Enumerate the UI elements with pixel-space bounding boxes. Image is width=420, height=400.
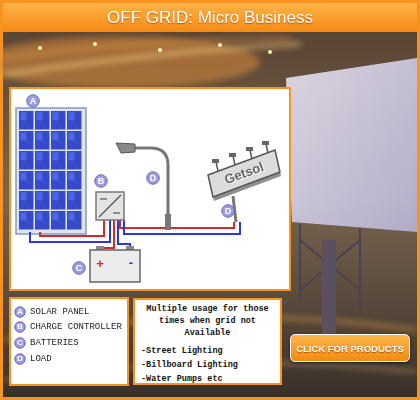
callout-letter-text: B (94, 174, 108, 188)
circle-shape (15, 307, 26, 318)
callout-letter-text: D (221, 204, 235, 218)
circle-shape (73, 262, 86, 275)
lamp-dot (158, 48, 162, 52)
legend-letter: A (14, 306, 26, 318)
title-text: OFF GRID: Micro Business (3, 3, 417, 32)
legend-label: SOLAR PANEL (30, 306, 89, 318)
red-wire (40, 220, 104, 236)
controller-symbol (99, 195, 121, 217)
light-pole (134, 148, 168, 216)
note-heading: Multiple usage for those times when grid… (140, 303, 275, 339)
circle-shape (147, 172, 160, 185)
note-item: -Billboard Lighting (135, 358, 280, 372)
light-glow (0, 36, 260, 88)
diagram-panel (10, 88, 290, 290)
lamp-dots (38, 42, 272, 54)
photo-backdrop (3, 32, 417, 397)
circle-shape (15, 322, 26, 333)
lamp-dot (218, 43, 222, 47)
title-bar (3, 3, 417, 32)
lamp-head (212, 159, 219, 163)
solar-panel (16, 108, 86, 234)
battery (90, 246, 140, 282)
terminal-sign: + (96, 257, 104, 270)
panel-cells (19, 111, 83, 231)
lamp-arm (216, 162, 218, 171)
callout-letter-text: A (14, 306, 26, 318)
circle-shape (222, 205, 235, 218)
wiring (30, 220, 240, 250)
callout-letter: C (72, 261, 86, 275)
billboard-face (208, 150, 280, 197)
circle-shape (15, 338, 26, 349)
circle-shape (15, 354, 26, 365)
terminal-sign: - (129, 256, 133, 269)
light-streak (3, 44, 300, 75)
note-item: -Water Pumps etc (135, 372, 280, 386)
blue-wire (30, 220, 110, 242)
lamp-dot (38, 46, 42, 50)
controller-symbol (100, 198, 107, 199)
callout-letter-text: C (72, 261, 86, 275)
circle-shape (27, 95, 40, 108)
controller-symbol (113, 212, 120, 213)
blue-wire (124, 220, 240, 234)
red-wire (120, 220, 234, 228)
legend-letter: B (14, 321, 26, 333)
lamp-head (116, 143, 135, 153)
pole-base (165, 214, 171, 230)
legend-letter: D (14, 353, 26, 365)
button-label: CLICK FOR PRODUCTS (291, 335, 409, 361)
light-streak (3, 38, 290, 58)
legend-label: CHARGE CONTROLLER (30, 321, 122, 333)
callout-letter: D (146, 171, 160, 185)
lamp-arm (266, 144, 268, 153)
callout-letter: B (94, 174, 108, 188)
lamp-arm (250, 150, 252, 159)
callout-letter-text: D (14, 353, 26, 365)
legend-box (10, 298, 128, 385)
lamp-dot (93, 42, 97, 46)
lamp-arm (233, 156, 235, 165)
battery-body (90, 250, 140, 282)
note-box: Multiple usage for those times when grid… (133, 298, 282, 385)
callout-letter: A (26, 94, 40, 108)
callout-letter-text: D (146, 171, 160, 185)
callout-letter-text: A (26, 94, 40, 108)
photo-billboard (286, 58, 417, 232)
callout-letter-text: C (14, 337, 26, 349)
charge-controller (96, 192, 124, 220)
lamp-head (246, 147, 253, 151)
billboard-structure (300, 224, 360, 350)
billboard-sign: Getsol (205, 145, 282, 200)
street-light (116, 143, 171, 230)
legend-label: BATTERIES (30, 337, 79, 349)
red-wire (100, 220, 114, 250)
lamp-head (262, 141, 269, 145)
controller-box (96, 192, 124, 220)
products-button: CLICK FOR PRODUCTS (290, 334, 410, 362)
callout-letter-text: B (14, 321, 26, 333)
callout-letter: D (221, 204, 235, 218)
panel-frame (16, 108, 86, 234)
road-lights (0, 36, 417, 380)
note-item: -Street Lighting (135, 344, 280, 358)
legend-letter: C (14, 337, 26, 349)
lamp-dot (268, 50, 272, 54)
circle-shape (95, 175, 108, 188)
lamp-head (229, 153, 236, 157)
legend-label: LOAD (30, 353, 52, 365)
